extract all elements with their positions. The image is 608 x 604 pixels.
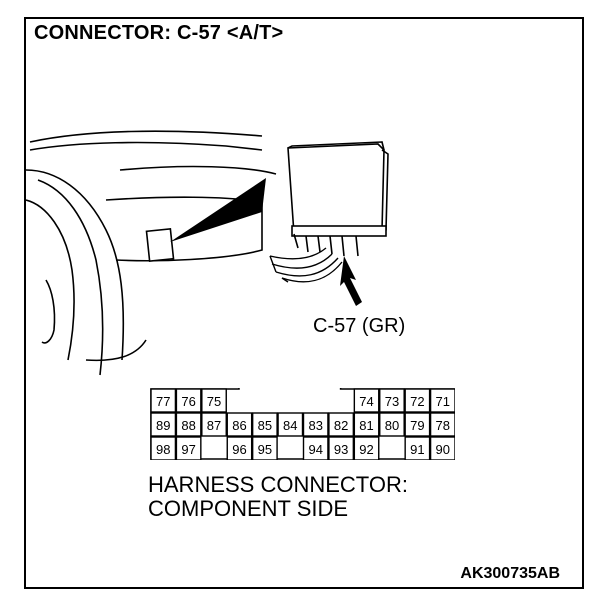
pin-cell xyxy=(175,412,202,437)
pin-cell xyxy=(277,412,304,437)
pin-cell xyxy=(379,412,405,437)
pin-number: 75 xyxy=(207,394,221,409)
pin-cell xyxy=(353,388,380,413)
pin-cell xyxy=(201,388,227,413)
pin-cell xyxy=(201,412,227,437)
pin-cell xyxy=(429,436,455,460)
pin-number: 81 xyxy=(359,418,373,433)
pin-number: 95 xyxy=(258,442,272,457)
pin-number: 90 xyxy=(436,442,450,457)
pin-number: 71 xyxy=(436,394,450,409)
pin-cell xyxy=(175,436,202,460)
figure-code: AK300735AB xyxy=(460,565,560,582)
pin-cell xyxy=(429,388,455,413)
pin-number: 78 xyxy=(436,418,450,433)
pin-cell xyxy=(150,412,177,437)
pin-cell xyxy=(353,436,380,460)
pin-number: 92 xyxy=(359,442,373,457)
pin-number: 98 xyxy=(156,442,170,457)
pin-number: 82 xyxy=(334,418,348,433)
pin-number: 86 xyxy=(232,418,246,433)
pin-number: 83 xyxy=(308,418,322,433)
pin-number: 97 xyxy=(181,442,195,457)
pin-number: 77 xyxy=(156,394,170,409)
pin-number: 88 xyxy=(181,418,195,433)
connector-pin-grid: 77 76 75 74 73 72 71 89 88 87 86 85 84 83 82 81 80 79 78 98… xyxy=(150,388,455,460)
pin-cell xyxy=(404,388,431,413)
pin-cell xyxy=(251,412,278,437)
caption-line-1: HARNESS CONNECTOR: xyxy=(148,472,408,497)
connector-callout-label: C-57 (GR) xyxy=(313,315,406,337)
pin-cell xyxy=(302,436,329,460)
pin-cell xyxy=(328,412,355,437)
pin-number: 73 xyxy=(385,394,399,409)
pin-cell xyxy=(150,388,177,413)
pin-number: 80 xyxy=(385,418,399,433)
pin-cell xyxy=(404,412,431,437)
dashboard-illustration xyxy=(26,130,389,376)
pin-cell xyxy=(379,388,405,413)
pin-cell xyxy=(226,436,253,460)
pin-number: 87 xyxy=(207,418,221,433)
pin-number: 96 xyxy=(232,442,246,457)
pin-number: 76 xyxy=(181,394,195,409)
pin-cell xyxy=(251,436,278,460)
pin-cell xyxy=(175,388,202,413)
pin-number: 89 xyxy=(156,418,170,433)
pin-cell xyxy=(302,412,329,437)
pin-cell xyxy=(150,436,177,460)
pin-cell xyxy=(226,412,253,437)
connector-title: CONNECTOR: C-57 <A/T> xyxy=(34,22,284,44)
pin-cell xyxy=(328,436,355,460)
pin-number: 79 xyxy=(410,418,424,433)
figure-frame xyxy=(24,17,584,589)
pin-number: 84 xyxy=(283,418,297,433)
pin-cell xyxy=(404,436,431,460)
pin-number: 91 xyxy=(410,442,424,457)
pin-cell xyxy=(429,412,455,437)
caption-line-2: COMPONENT SIDE xyxy=(148,496,349,521)
pin-cell xyxy=(353,412,380,437)
pin-number: 93 xyxy=(334,442,348,457)
ecu-module xyxy=(287,141,389,257)
pin-number: 85 xyxy=(258,418,272,433)
pin-number: 94 xyxy=(308,442,322,457)
pin-number: 72 xyxy=(410,394,424,409)
pin-number: 74 xyxy=(359,394,373,409)
